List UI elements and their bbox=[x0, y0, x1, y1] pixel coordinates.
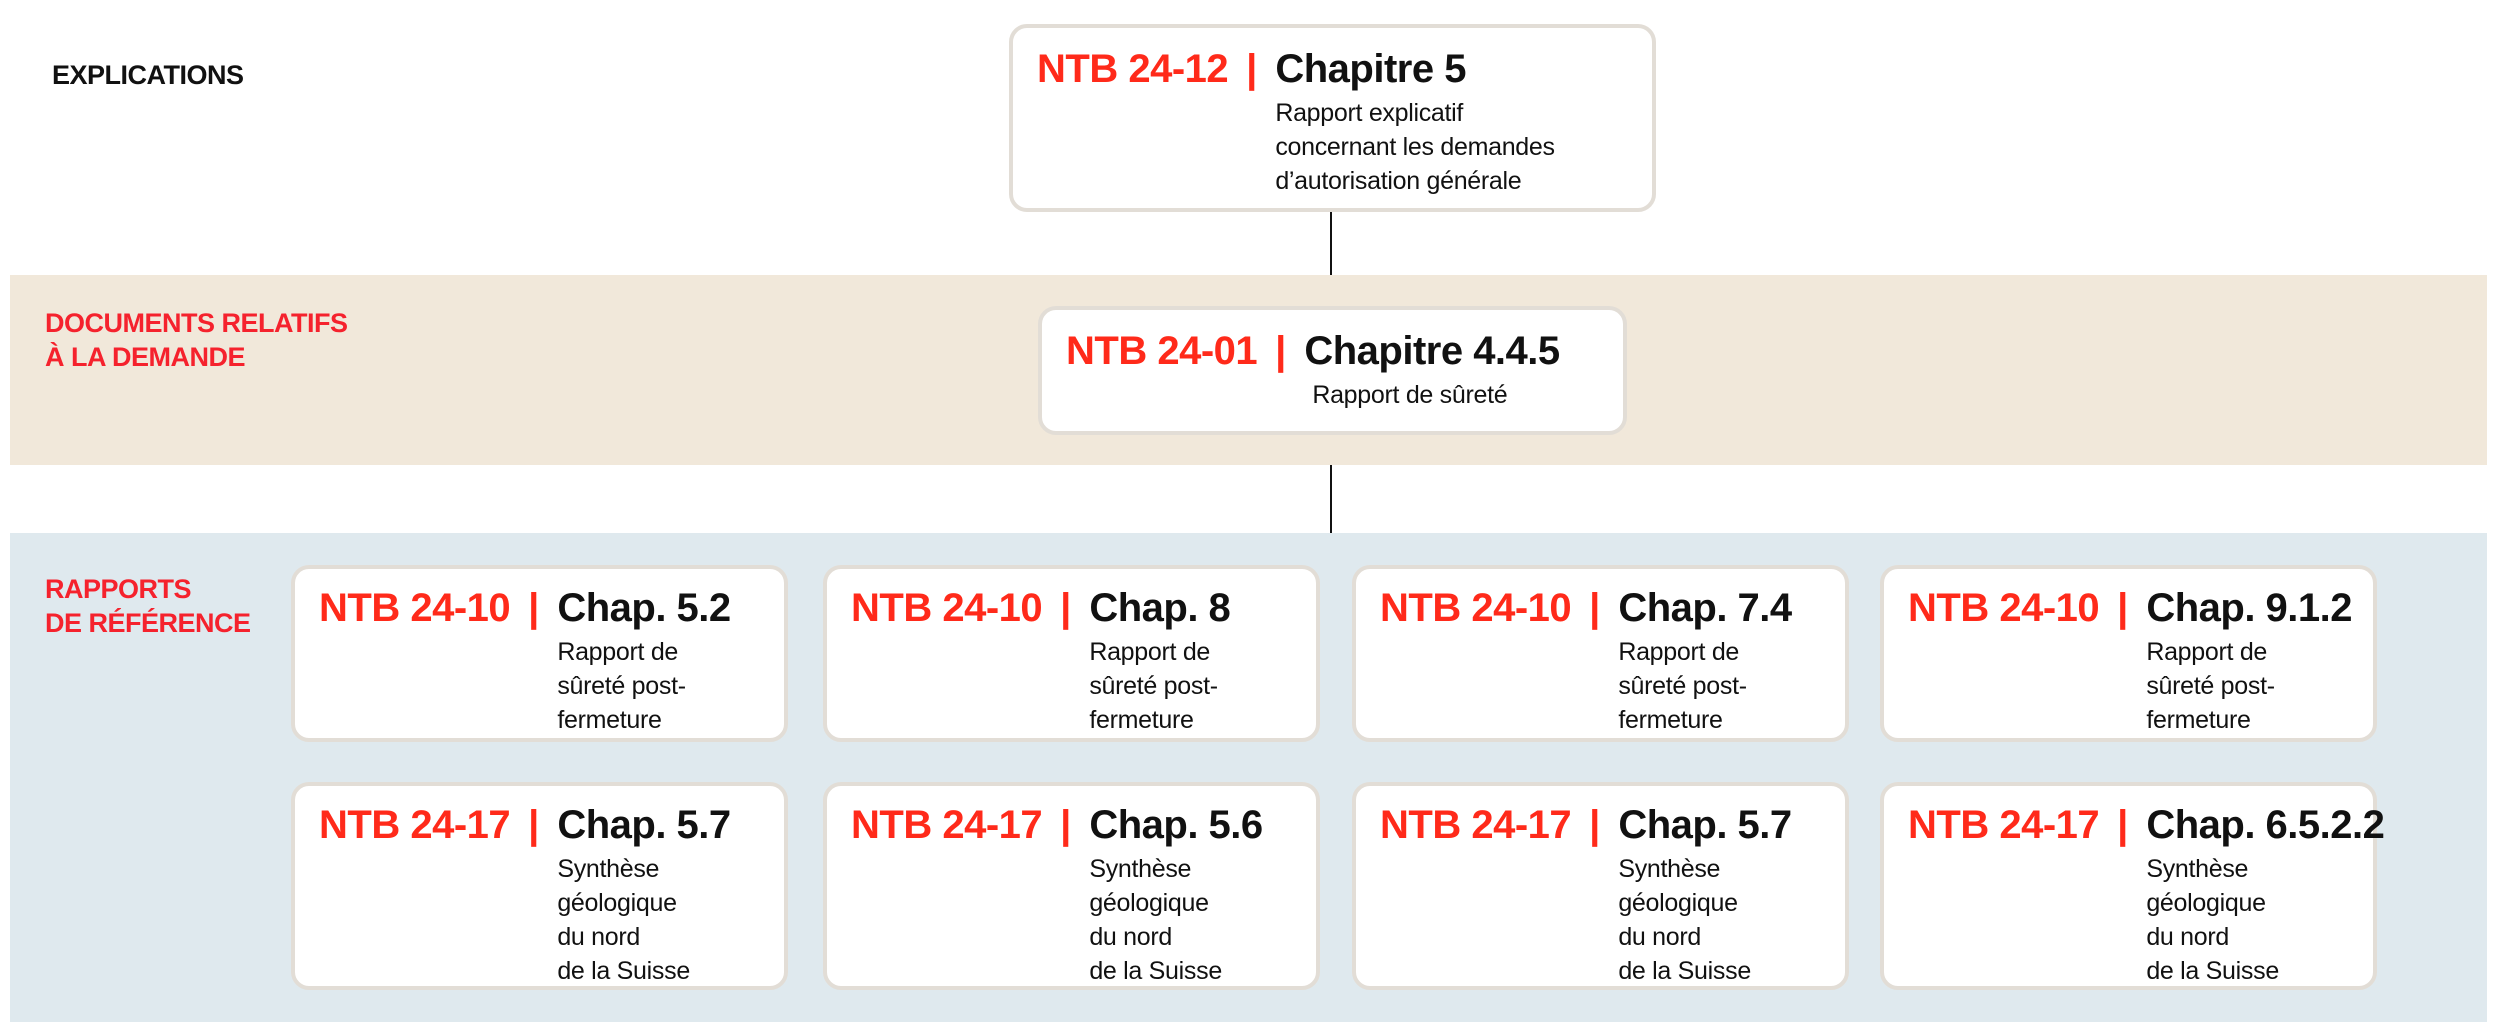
card-chapter: Chap. 6.5.2.2 bbox=[2146, 803, 2385, 847]
card-ntb-24-12: NTB 24-12 | Chapitre 5 Rapport explicati… bbox=[1009, 24, 1656, 212]
card-description: Synthèse géologique du nord de la Suisse bbox=[2146, 855, 2279, 985]
card-description: Rapport de sûreté bbox=[1312, 381, 1508, 409]
card-code: NTB 24-17 bbox=[1908, 803, 2100, 847]
separator: | bbox=[1060, 586, 1072, 630]
card-chapter: Chap. 5.7 bbox=[1618, 803, 1792, 847]
separator: | bbox=[2117, 586, 2129, 630]
separator: | bbox=[1589, 803, 1601, 847]
card-chapter: Chap. 8 bbox=[1089, 586, 1231, 630]
separator: | bbox=[2117, 803, 2129, 847]
card-description: Synthèse géologique du nord de la Suisse bbox=[1618, 855, 1751, 985]
separator: | bbox=[528, 803, 540, 847]
card-description: Synthèse géologique du nord de la Suisse bbox=[557, 855, 690, 985]
card-description: Rapport de sûreté post- fermeture bbox=[1618, 638, 1747, 734]
reference-card: NTB 24-10 | Chap. 7.4 Rapport de sûreté … bbox=[1352, 565, 1849, 742]
separator: | bbox=[1060, 803, 1072, 847]
card-code: NTB 24-17 bbox=[1380, 803, 1572, 847]
reference-card: NTB 24-17 | Chap. 5.7 Synthèse géologiqu… bbox=[1352, 782, 1849, 990]
card-code: NTB 24-10 bbox=[1908, 586, 2100, 630]
card-description: Rapport de sûreté post- fermeture bbox=[1089, 638, 1218, 734]
section-label-rapports: RAPPORTS DE RÉFÉRENCE bbox=[45, 574, 251, 638]
separator: | bbox=[1589, 586, 1601, 630]
separator: | bbox=[1275, 329, 1287, 373]
card-chapter: Chap. 5.2 bbox=[557, 586, 731, 630]
card-code: NTB 24-01 bbox=[1066, 329, 1258, 373]
reference-card: NTB 24-17 | Chap. 5.7 Synthèse géologiqu… bbox=[291, 782, 788, 990]
section-label-explications: EXPLICATIONS bbox=[52, 60, 244, 90]
separator: | bbox=[528, 586, 540, 630]
separator: | bbox=[1246, 47, 1258, 91]
card-description: Rapport de sûreté post- fermeture bbox=[2146, 638, 2275, 734]
reference-card: NTB 24-10 | Chap. 5.2 Rapport de sûreté … bbox=[291, 565, 788, 742]
card-chapter: Chapitre 4.4.5 bbox=[1304, 329, 1560, 373]
section-label-documents: DOCUMENTS RELATIFS À LA DEMANDE bbox=[45, 308, 348, 372]
card-code: NTB 24-10 bbox=[851, 586, 1043, 630]
card-code: NTB 24-10 bbox=[1380, 586, 1572, 630]
card-ntb-24-01: NTB 24-01 | Chapitre 4.4.5 Rapport de sû… bbox=[1038, 306, 1627, 435]
card-chapter: Chap. 5.7 bbox=[557, 803, 731, 847]
card-chapter: Chap. 5.6 bbox=[1089, 803, 1263, 847]
reference-card: NTB 24-17 | Chap. 6.5.2.2 Synthèse géolo… bbox=[1880, 782, 2385, 990]
card-code: NTB 24-12 bbox=[1037, 47, 1229, 91]
card-description: Synthèse géologique du nord de la Suisse bbox=[1089, 855, 1222, 985]
card-code: NTB 24-17 bbox=[319, 803, 511, 847]
card-description: Rapport de sûreté post- fermeture bbox=[557, 638, 686, 734]
connector-line bbox=[1330, 465, 1332, 533]
card-chapter: Chap. 9.1.2 bbox=[2146, 586, 2353, 630]
card-chapter: Chap. 7.4 bbox=[1618, 586, 1792, 630]
reference-card: NTB 24-10 | Chap. 9.1.2 Rapport de sûret… bbox=[1880, 565, 2377, 742]
card-code: NTB 24-10 bbox=[319, 586, 511, 630]
card-code: NTB 24-17 bbox=[851, 803, 1043, 847]
connector-line bbox=[1330, 212, 1332, 275]
reference-card: NTB 24-10 | Chap. 8 Rapport de sûreté po… bbox=[823, 565, 1320, 742]
card-description: Rapport explicatif concernant les demand… bbox=[1275, 99, 1555, 195]
reference-card: NTB 24-17 | Chap. 5.6 Synthèse géologiqu… bbox=[823, 782, 1320, 990]
card-chapter: Chapitre 5 bbox=[1275, 47, 1466, 91]
